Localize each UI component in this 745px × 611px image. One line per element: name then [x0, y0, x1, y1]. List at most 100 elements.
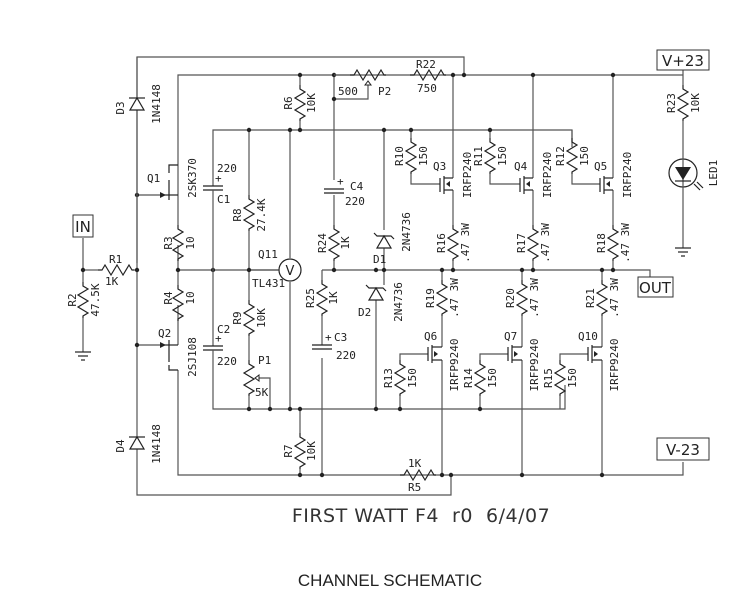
q5-ref: Q5 [594, 160, 607, 173]
p1-ref: P1 [258, 354, 271, 367]
junction-dot [461, 72, 467, 78]
r18-ref: R18 [595, 233, 608, 253]
potentiometer-p1: P1 5K [243, 354, 271, 399]
r5-ref: R5 [408, 481, 421, 494]
junction-dot [246, 267, 252, 273]
zener-d1: D1 2N4736 [373, 212, 413, 266]
r15-value: 150 [566, 368, 579, 388]
schematic-caption: CHANNEL SCHEMATIC [298, 571, 482, 590]
q6-value: IRFP9240 [448, 339, 461, 392]
jfet-q1: Q1 2SK370 [147, 158, 199, 200]
arrow-icon [434, 351, 438, 357]
wire [255, 377, 271, 409]
junction-dot [80, 267, 86, 273]
q10-value: IRFP9240 [608, 339, 621, 392]
mosfet-q7: Q7 IRFP9240 [504, 330, 541, 391]
junction-dot [373, 267, 379, 273]
zener-symbol-icon [367, 286, 385, 301]
led1-ref: LED1 [707, 160, 720, 187]
port-input-label: IN [75, 218, 91, 236]
r22-ref: R22 [416, 58, 436, 71]
junction-dot [246, 406, 252, 412]
junction-dot [381, 127, 387, 133]
r19-value: .47 3W [448, 278, 461, 318]
resistor-r18: R18 .47 3W [595, 223, 632, 263]
r19-ref: R19 [424, 288, 437, 308]
plus-sign: + [215, 332, 222, 345]
v-glyph: V [286, 264, 295, 279]
c3-value: 220 [336, 349, 356, 362]
resistor-r13: R13 150 [382, 359, 419, 397]
junction-dot [287, 127, 293, 133]
wire-vminus-rail [177, 370, 684, 476]
r6-value: 10K [305, 93, 318, 113]
junction-dot [448, 472, 454, 478]
led-led1: LED1 [668, 158, 720, 191]
junction-dot [331, 96, 337, 102]
zener-symbol-icon [375, 234, 393, 249]
resistor-r17: R17 .47 3W [515, 223, 552, 263]
resistor-r19: R19 .47 3W [424, 278, 461, 318]
q3-ref: Q3 [433, 160, 446, 173]
resistor-r7: R7 10K [282, 432, 318, 470]
resistor-r12: R12 150 [554, 130, 591, 175]
jfet-q2: Q2 2SJ108 [158, 327, 199, 377]
r24-value: 1K [339, 236, 352, 250]
voltage-reference-icon [278, 258, 302, 282]
port-vplus: V+23 [656, 49, 710, 71]
d3-ref: D3 [114, 101, 127, 114]
r16-value: .47 3W [459, 223, 472, 263]
c1-ref: C1 [217, 193, 230, 206]
zener-d2: D2 2N4736 [358, 282, 405, 322]
resistor-r14: R14 150 [462, 359, 499, 397]
q4-ref: Q4 [514, 160, 528, 173]
mosfet-q10: Q10 IRFP9240 [578, 330, 621, 391]
junction-dot [297, 127, 303, 133]
mosfet-q3: Q3 IRFP240 [433, 152, 474, 198]
r2-ref: R2 [66, 293, 79, 306]
wires [82, 56, 684, 496]
q1-ref: Q1 [147, 172, 160, 185]
resistor-r1: R1 1K [97, 253, 135, 288]
arrow-icon [514, 351, 518, 357]
p1-value: 5K [255, 386, 269, 399]
r12-ref: R12 [554, 146, 567, 166]
junction-dot [381, 267, 387, 273]
mosfet-q5: Q5 IRFP240 [594, 152, 634, 198]
r12-value: 150 [578, 146, 591, 166]
junction-dot [175, 267, 181, 273]
port-output-label: OUT [639, 279, 672, 297]
wire [410, 174, 440, 185]
plus-sign: + [325, 331, 332, 344]
wiper-arrow-icon [364, 80, 372, 86]
schematic-title: FIRST WATT F4 r0 6/4/07 [292, 505, 550, 527]
resistor-r5: 1K R5 [399, 457, 437, 494]
r4-value: 10 [184, 291, 197, 304]
regulator-q11: V Q11 TL431 [252, 248, 302, 290]
port-vminus: V-23 [656, 437, 710, 461]
resistor-r25: R25 1K [304, 279, 340, 317]
resistor-r6: R6 10K [282, 84, 318, 122]
wire [559, 353, 588, 360]
resistor-r20: R20 .47 3W [504, 278, 541, 318]
r6-ref: R6 [282, 96, 295, 109]
r16-ref: R16 [435, 233, 448, 253]
resistor-r3: R3 10 [162, 224, 197, 262]
r7-value: 10K [305, 441, 318, 461]
d1-ref: D1 [373, 253, 386, 266]
r25-value: 1K [327, 291, 340, 305]
junctions [80, 72, 616, 478]
capacitor-c4: + C4 220 [324, 175, 365, 208]
r11-ref: R11 [472, 146, 485, 166]
junction-dot [487, 127, 493, 133]
q11-value: TL431 [252, 277, 285, 290]
r20-ref: R20 [504, 288, 517, 308]
resistor-r15: R15 150 [542, 359, 579, 397]
r4-ref: R4 [162, 291, 175, 305]
junction-dot [519, 472, 525, 478]
junction-dot [450, 267, 456, 273]
d2-ref: D2 [358, 306, 371, 319]
r9-value: 10K [255, 308, 268, 328]
r18-value: .47 3W [619, 223, 632, 263]
junction-dot [297, 72, 303, 78]
